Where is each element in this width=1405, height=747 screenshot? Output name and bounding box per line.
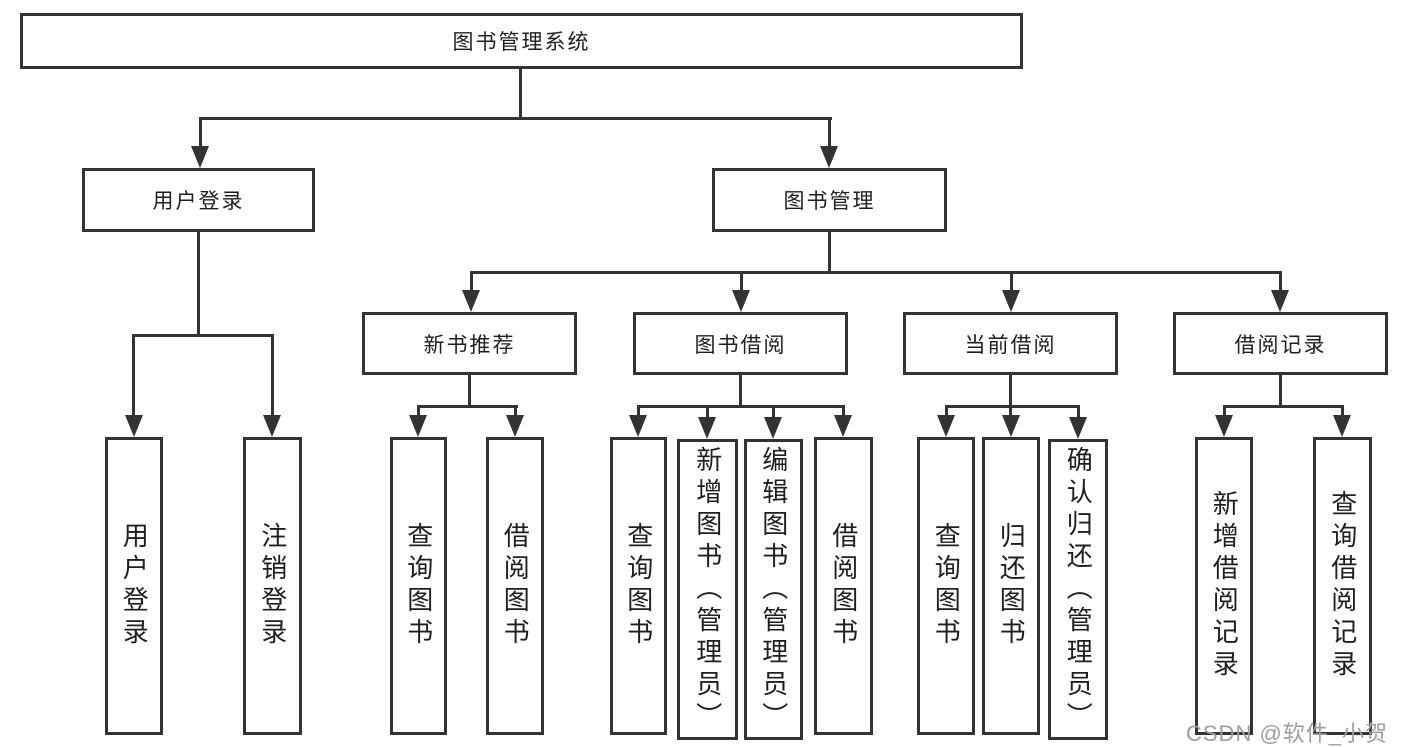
connector-line [199,117,202,150]
connector-line [828,117,831,150]
connector-line [468,375,471,408]
node-current-query-book: 查询图书 [917,437,975,735]
connector-line [1223,405,1226,419]
node-user-login: 用户登录 [82,168,315,232]
connector-line [772,405,775,421]
node-label: 图书管理系统 [452,31,591,54]
node-new-book-recommend: 新书推荐 [362,312,577,375]
arrow-down [1271,290,1289,312]
connector-line [637,405,640,419]
connector-line [1341,405,1344,419]
connector-line [1009,405,1012,419]
arrow-down [1002,415,1020,437]
arrow-down [263,415,281,437]
node-label: 查询借阅记录 [1327,490,1358,682]
connector-line [470,271,473,293]
node-recommend-query-book: 查询图书 [390,437,447,735]
connector-line [132,334,135,419]
node-borrow-add-book-admin: 新增图书（管理员） [677,439,738,740]
arrow-down [629,415,647,437]
node-label: 图书借阅 [694,333,787,357]
node-label: 借阅图书 [500,522,531,650]
node-label: 图书管理 [783,190,876,213]
arrow-down [1333,415,1351,437]
node-label: 借阅图书 [828,522,859,650]
node-label: 新书推荐 [423,333,516,357]
node-label: 用户登录 [119,522,150,650]
connector-line [706,405,709,421]
node-label: 确认归还（管理员） [1063,445,1094,734]
node-current-return-book: 归还图书 [982,437,1040,735]
connector-line [1223,405,1344,408]
arrow-down [506,415,524,437]
arrow-down [764,417,782,439]
node-label: 借阅记录 [1234,333,1327,357]
node-current-borrow: 当前借阅 [903,312,1118,375]
connector-line [514,405,517,419]
connector-line [1009,375,1012,408]
node-record-add-borrow-record: 新增借阅记录 [1195,437,1253,735]
node-borrow-query-book: 查询图书 [610,437,667,735]
arrow-down [732,290,750,312]
connector-line [828,232,831,274]
node-library-system: 图书管理系统 [20,13,1023,69]
connector-line [197,232,200,337]
arrow-down [937,415,955,437]
connector-line [1077,405,1080,421]
connector-line [133,334,274,337]
node-borrow-record: 借阅记录 [1173,312,1388,375]
node-current-confirm-return-admin: 确认归还（管理员） [1048,439,1108,740]
arrow-down [462,290,480,312]
connector-line [1010,271,1013,293]
node-label: 编辑图书（管理员） [758,445,789,734]
arrow-down [1215,415,1233,437]
node-label: 查询图书 [623,522,654,650]
connector-line [945,405,948,419]
csdn-watermark: CSDN @软件_小贺同学 [1186,721,1389,746]
connector-line [637,405,845,408]
connector-line [470,271,1282,274]
connector-line [199,117,832,120]
arrow-down [820,146,838,168]
arrow-down [1069,417,1087,439]
arrow-down [834,415,852,437]
node-label: 查询图书 [931,522,962,650]
arrow-down [125,415,143,437]
arrow-down [698,417,716,439]
connector-line [417,405,420,419]
node-label: 新增图书（管理员） [692,445,723,734]
connector-line [417,405,518,408]
connector-line [739,375,742,408]
node-borrow-borrow-book: 借阅图书 [814,437,873,735]
node-label: 注销登录 [257,522,288,650]
connector-line [519,69,522,119]
node-label: 新增借阅记录 [1209,490,1240,682]
node-label: 查询图书 [403,522,434,650]
connector-line [1279,271,1282,293]
arrow-down [191,146,209,168]
node-recommend-borrow-book: 借阅图书 [486,437,544,735]
node-label: 归还图书 [996,522,1027,650]
node-record-query-borrow-record: 查询借阅记录 [1313,437,1372,735]
arrow-down [409,415,427,437]
node-label: 用户登录 [152,190,245,213]
connector-line [842,405,845,419]
arrow-down [1002,290,1020,312]
node-logout-item: 注销登录 [243,437,302,735]
node-borrow-edit-book-admin: 编辑图书（管理员） [744,439,803,740]
node-book-borrow: 图书借阅 [633,312,848,375]
connector-line [740,271,743,293]
node-book-management: 图书管理 [712,168,947,232]
connector-line [271,334,274,419]
connector-line [945,405,1080,408]
node-user-login-item: 用户登录 [105,437,163,735]
node-label: 当前借阅 [964,333,1057,357]
connector-line [1279,375,1282,408]
